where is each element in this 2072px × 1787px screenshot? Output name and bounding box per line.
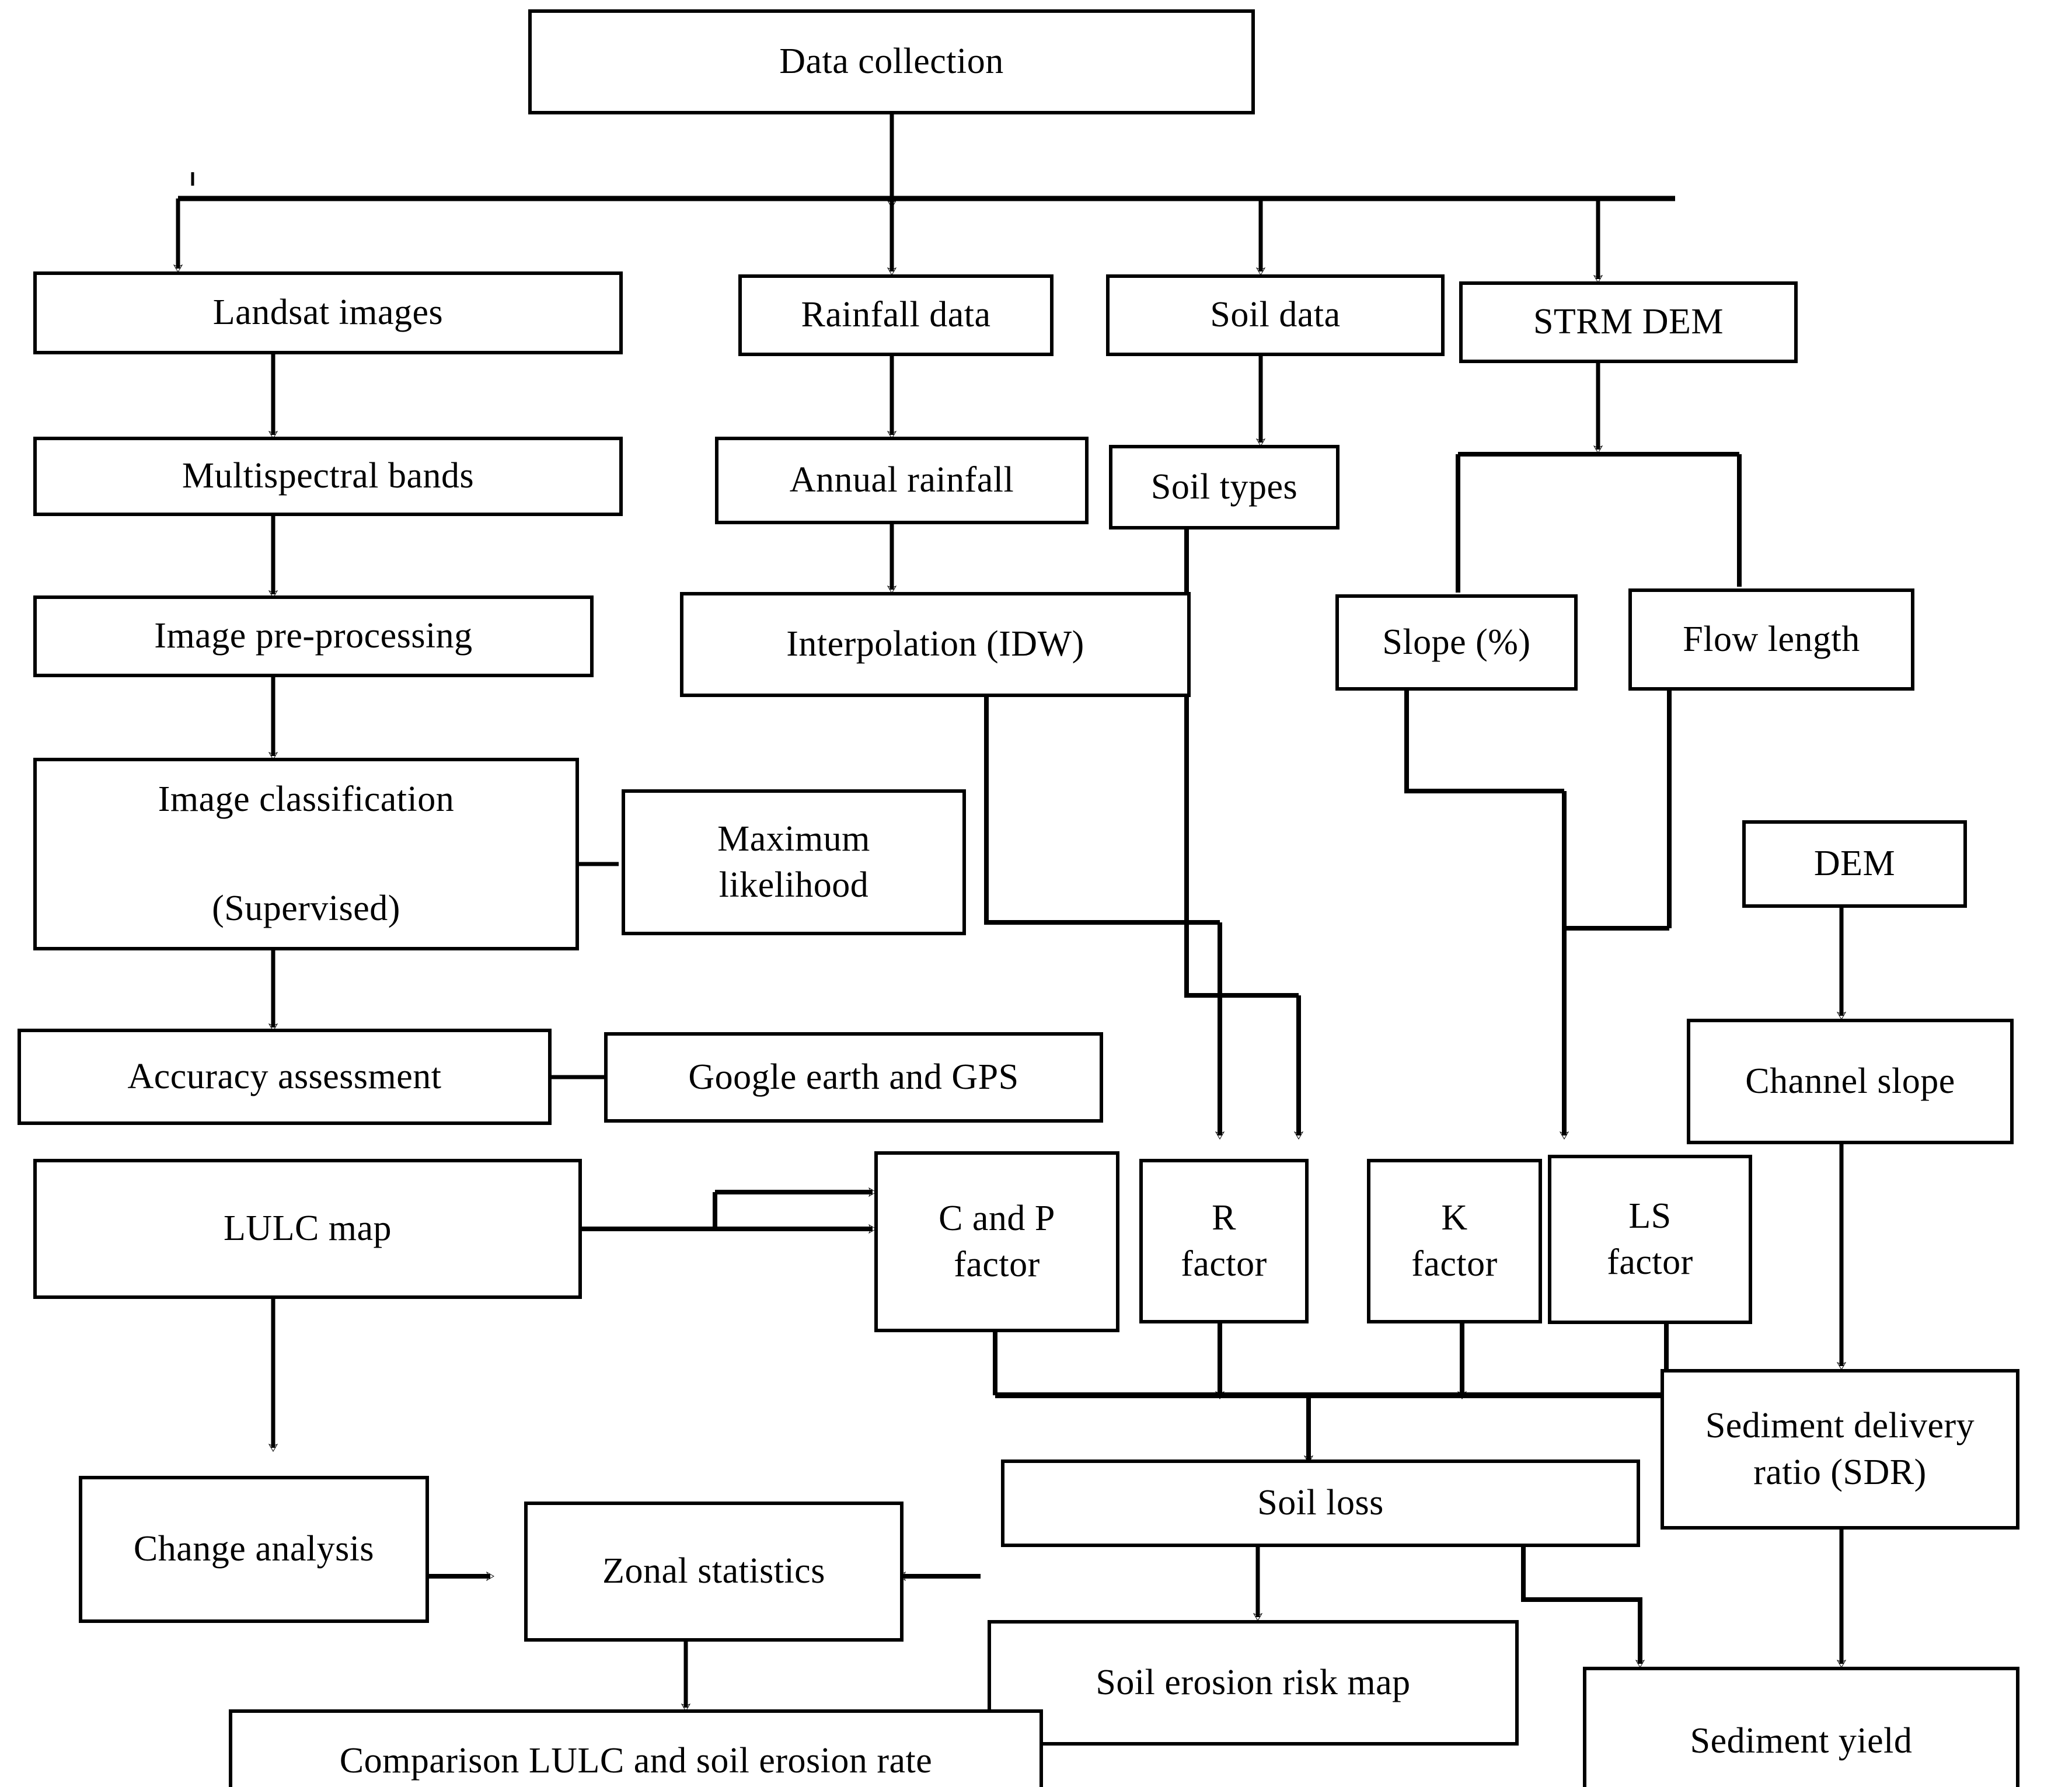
node-maximum-likelihood[interactable]: Maximum likelihood <box>622 789 966 935</box>
node-label: Change analysis <box>133 1529 375 1569</box>
node-label: Accuracy assessment <box>127 1056 442 1096</box>
node-k-factor[interactable]: K factor <box>1367 1159 1542 1323</box>
node-label: Soil data <box>1210 295 1341 335</box>
node-label: Rainfall data <box>801 295 991 335</box>
node-label-line1: Image classification <box>158 779 455 819</box>
node-label-line2: factor <box>1607 1242 1693 1282</box>
node-label: Multispectral bands <box>182 456 475 496</box>
node-label-line2: ratio (SDR) <box>1753 1452 1927 1492</box>
node-soil-data[interactable]: Soil data <box>1106 274 1445 356</box>
node-lulc-map[interactable]: LULC map <box>33 1159 582 1299</box>
node-sediment-yield[interactable]: Sediment yield <box>1583 1667 2019 1787</box>
node-label-line2: likelihood <box>718 865 869 905</box>
node-label: Comparison LULC and soil erosion rate <box>339 1741 933 1781</box>
node-label: Soil loss <box>1257 1483 1384 1523</box>
edge-slope-lsfactor-path <box>1404 689 1564 793</box>
node-soil-erosion-risk-map[interactable]: Soil erosion risk map <box>988 1620 1519 1746</box>
node-label-line2: (Supervised) <box>212 888 400 928</box>
node-landsat-images[interactable]: Landsat images <box>33 271 623 354</box>
node-label: LULC map <box>223 1208 392 1249</box>
node-label: Channel slope <box>1745 1061 1955 1101</box>
node-dem[interactable]: DEM <box>1742 820 1967 908</box>
node-zonal-statistics[interactable]: Zonal statistics <box>524 1502 904 1642</box>
edge-interpolation-rfactor-path <box>984 695 1220 925</box>
edge-soilloss-sedimentyield-path <box>1521 1544 1642 1640</box>
node-label: Image pre-processing <box>154 616 473 656</box>
node-label: Google earth and GPS <box>688 1057 1019 1097</box>
node-label: Annual rainfall <box>789 460 1014 500</box>
node-label: Data collection <box>779 41 1004 82</box>
node-comparison-lulc-erosion[interactable]: Comparison LULC and soil erosion rate <box>229 1709 1043 1787</box>
node-label-line1: Sediment delivery <box>1705 1406 1975 1446</box>
node-ls-factor[interactable]: LS factor <box>1548 1155 1752 1324</box>
node-label-line1: R <box>1212 1197 1236 1238</box>
node-label-line1: LS <box>1628 1196 1672 1236</box>
node-annual-rainfall[interactable]: Annual rainfall <box>715 437 1089 524</box>
node-label: STRM DEM <box>1533 302 1724 342</box>
node-data-collection[interactable]: Data collection <box>528 9 1255 114</box>
node-multispectral-bands[interactable]: Multispectral bands <box>33 437 623 516</box>
node-label: Zonal statistics <box>602 1551 825 1591</box>
node-interpolation-idw[interactable]: Interpolation (IDW) <box>680 592 1191 697</box>
node-label-line1: C and P <box>939 1198 1055 1238</box>
node-label-line2: factor <box>1181 1244 1267 1284</box>
node-image-preprocessing[interactable]: Image pre-processing <box>33 595 594 677</box>
node-label: Flow length <box>1683 619 1860 659</box>
node-label-line2: factor <box>954 1245 1040 1284</box>
node-channel-slope[interactable]: Channel slope <box>1687 1019 2014 1144</box>
node-label: Sediment yield <box>1690 1720 1913 1761</box>
node-flow-length[interactable]: Flow length <box>1628 588 1914 691</box>
node-slope-percent[interactable]: Slope (%) <box>1335 594 1578 691</box>
node-label-line1: K <box>1441 1197 1468 1238</box>
node-label-line2: factor <box>1411 1244 1498 1284</box>
node-r-factor[interactable]: R factor <box>1139 1159 1309 1323</box>
node-label: Landsat images <box>212 292 444 333</box>
node-image-classification[interactable]: Image classification (Supervised) <box>33 758 579 950</box>
node-label: Interpolation (IDW) <box>786 624 1084 664</box>
node-accuracy-assessment[interactable]: Accuracy assessment <box>18 1029 552 1125</box>
node-soil-types[interactable]: Soil types <box>1109 445 1340 530</box>
node-sediment-delivery-ratio[interactable]: Sediment delivery ratio (SDR) <box>1661 1369 2019 1530</box>
node-soil-loss[interactable]: Soil loss <box>1001 1459 1640 1547</box>
edge-soiltypes-kfactor-path <box>1184 525 1299 998</box>
node-cp-factor[interactable]: C and P factor <box>874 1151 1119 1332</box>
node-change-analysis[interactable]: Change analysis <box>79 1476 429 1623</box>
node-strm-dem[interactable]: STRM DEM <box>1459 281 1798 363</box>
node-label: Soil erosion risk map <box>1096 1662 1411 1702</box>
node-label: Slope (%) <box>1382 622 1531 662</box>
node-label: DEM <box>1813 844 1896 884</box>
node-google-earth-gps[interactable]: Google earth and GPS <box>604 1032 1103 1123</box>
edge-lulc-cp-branch <box>581 1192 717 1231</box>
node-label: Soil types <box>1150 466 1298 507</box>
node-label-line1: Maximum <box>717 818 870 859</box>
node-rainfall-data[interactable]: Rainfall data <box>738 274 1054 356</box>
